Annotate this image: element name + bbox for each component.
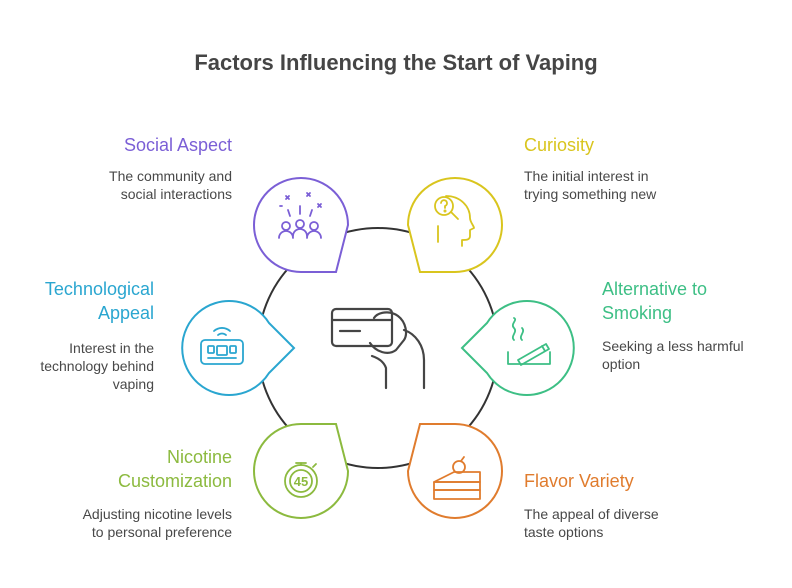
technological-appeal-desc: Interest in the technology behind vaping — [10, 339, 154, 393]
technological-appeal-desc-line: Interest in the — [69, 340, 154, 356]
curiosity-title: Curiosity — [524, 135, 595, 155]
alternative-to-smoking-title-line: Smoking — [602, 303, 673, 323]
nicotine-customization-title-line: Customization — [117, 471, 232, 491]
technological-appeal-node — [181, 300, 296, 396]
nicotine-customization-node: 45 — [253, 423, 350, 519]
technological-appeal-title: Technological Appeal — [10, 277, 154, 325]
curiosity-desc: The initial interest in trying something… — [524, 167, 744, 203]
social-aspect-title: Social Aspect — [123, 135, 232, 155]
alternative-to-smoking-title: Alternative to Smoking — [602, 277, 782, 325]
alternative-to-smoking-desc-line: option — [602, 356, 641, 372]
flavor-variety-desc-line: The appeal of diverse — [524, 506, 659, 522]
timer-45-icon: 45 — [284, 462, 318, 498]
page-title: Factors Influencing the Start of Vaping — [194, 50, 598, 75]
technological-appeal-desc-line: technology behind — [40, 358, 154, 374]
flavor-variety-desc-line: taste options — [524, 524, 604, 540]
curiosity-desc-line: The initial interest in — [524, 168, 649, 184]
nicotine-customization-desc-line: to personal preference — [91, 524, 232, 540]
alternative-to-smoking-title-line: Alternative to — [602, 279, 708, 299]
nicotine-customization-title: Nicotine Customization — [40, 445, 232, 493]
technological-appeal-desc-line: vaping — [112, 376, 154, 392]
social-aspect-desc: The community and social interactions — [20, 167, 232, 203]
people-fireworks-icon — [278, 192, 322, 239]
head-question-icon — [434, 195, 475, 247]
nicotine-customization-desc-line: Adjusting nicotine levels — [82, 506, 232, 522]
flavor-variety-desc: The appeal of diverse taste options — [524, 505, 744, 541]
alternative-to-smoking-desc: Seeking a less harmful option — [602, 337, 787, 373]
social-aspect-desc-line: social interactions — [120, 186, 232, 202]
alternative-to-smoking-node — [460, 300, 575, 396]
flavor-variety-title: Flavor Variety — [524, 471, 634, 491]
social-aspect-desc-line: The community and — [109, 168, 232, 184]
curiosity-node — [406, 177, 503, 273]
technological-appeal-title-line: Appeal — [97, 303, 154, 323]
nicotine-customization-desc: Adjusting nicotine levels to personal pr… — [20, 505, 232, 541]
cake-icon — [433, 456, 481, 500]
device-wifi-icon — [200, 327, 244, 365]
nicotine-customization-title-line: Nicotine — [166, 447, 232, 467]
cigarette-smoke-icon — [507, 317, 551, 366]
alternative-to-smoking-desc-line: Seeking a less harmful — [602, 338, 744, 354]
hand-card-icon — [330, 307, 426, 390]
svg-text:45: 45 — [294, 474, 308, 489]
social-aspect-node — [253, 177, 350, 273]
technological-appeal-title-line: Technological — [44, 279, 154, 299]
curiosity-desc-line: trying something new — [524, 186, 657, 202]
flavor-variety-node — [406, 423, 503, 519]
